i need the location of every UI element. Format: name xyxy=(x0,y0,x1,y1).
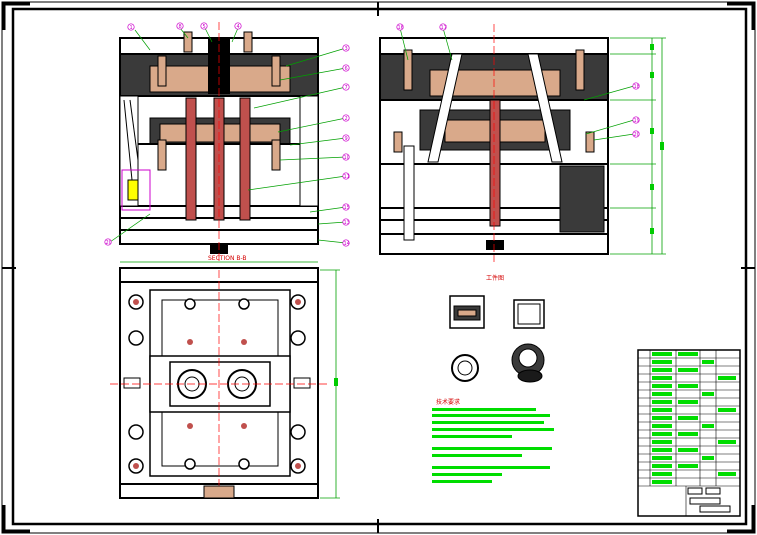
section-label: SECTION B-B xyxy=(208,255,247,262)
label-circles-a xyxy=(104,22,350,247)
svg-text:20: 20 xyxy=(634,132,640,138)
dim-mark-plan xyxy=(334,378,338,386)
svg-text:17: 17 xyxy=(441,25,447,31)
svg-text:5: 5 xyxy=(203,24,206,30)
section-view-b xyxy=(379,24,609,262)
svg-text:6: 6 xyxy=(345,66,348,72)
svg-text:3: 3 xyxy=(345,46,348,52)
section-view-a xyxy=(119,22,319,262)
svg-text:19: 19 xyxy=(634,118,640,124)
dimension-marks-b xyxy=(650,44,664,234)
svg-text:11: 11 xyxy=(344,174,350,180)
svg-text:8: 8 xyxy=(179,24,182,30)
label-circles-b xyxy=(396,23,640,138)
svg-text:14: 14 xyxy=(344,241,350,247)
tech-req-lines xyxy=(432,408,554,483)
drawing-frame xyxy=(11,7,748,526)
part-view-title: 工件图 xyxy=(486,274,504,282)
part-views xyxy=(449,295,545,383)
label-texts-a: 1 8 5 4 3 6 7 2 9 10 11 15 13 14 20 xyxy=(106,24,350,247)
callouts-view-b xyxy=(399,27,635,141)
tech-req-title: 技术要求 xyxy=(436,398,460,406)
title-block xyxy=(637,349,741,517)
svg-text:2: 2 xyxy=(345,116,348,122)
svg-text:16: 16 xyxy=(398,25,404,31)
svg-text:13: 13 xyxy=(344,220,350,226)
svg-text:7: 7 xyxy=(345,85,348,91)
svg-text:1: 1 xyxy=(130,25,133,31)
svg-text:10: 10 xyxy=(344,155,350,161)
svg-text:18: 18 xyxy=(634,84,640,90)
svg-text:4: 4 xyxy=(237,24,240,30)
svg-text:20: 20 xyxy=(106,240,112,246)
plan-view xyxy=(110,267,328,500)
callouts-view-a xyxy=(109,27,347,244)
svg-text:15: 15 xyxy=(344,205,350,211)
label-texts-b: 16 17 18 19 20 xyxy=(398,25,640,138)
svg-text:9: 9 xyxy=(345,136,348,142)
